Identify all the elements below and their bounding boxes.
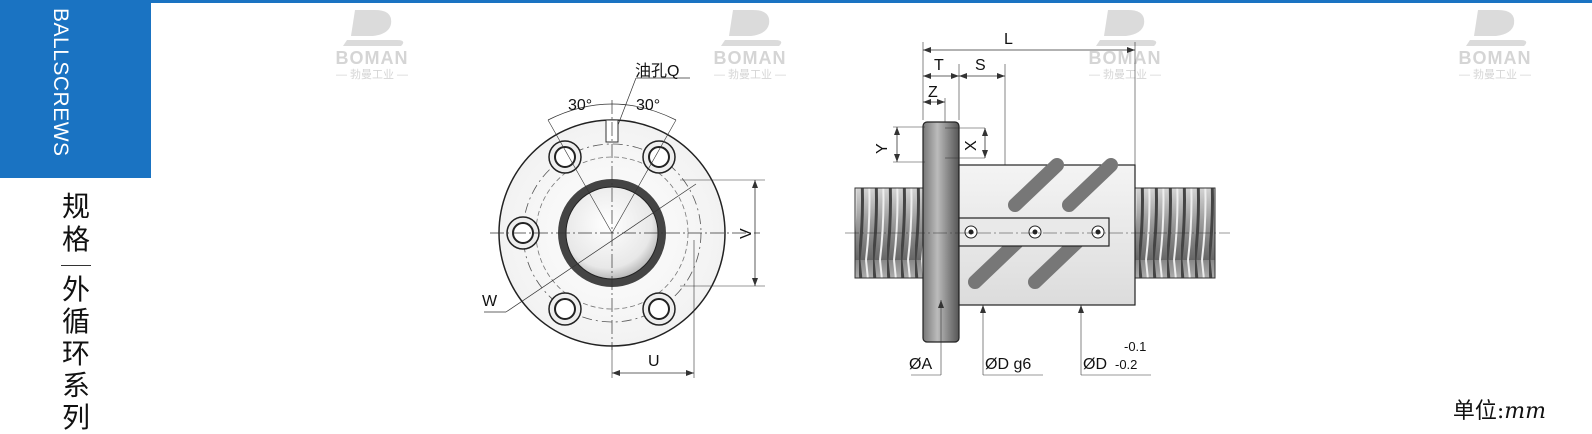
return-tube — [1062, 158, 1118, 212]
watermark-subtitle: — 勃曼工业 — — [335, 69, 409, 81]
watermark-icon — [721, 10, 782, 46]
unit-value: mm — [1504, 399, 1546, 424]
u-label: U — [648, 353, 660, 370]
return-tube — [1008, 158, 1064, 212]
y-label: Y — [874, 143, 891, 154]
series-char-5: 列 — [61, 401, 90, 434]
category-label: BALLSCREWS — [49, 8, 72, 157]
v-label: V — [738, 228, 755, 239]
series-char-3: 环 — [61, 337, 90, 370]
spec-char-1: 规 — [61, 190, 90, 223]
return-tube — [1028, 235, 1084, 289]
t-label: T — [934, 57, 944, 74]
title-divider — [61, 265, 91, 266]
watermark-icon — [343, 10, 404, 46]
watermark-icon — [1096, 10, 1157, 46]
return-tube — [968, 235, 1024, 289]
series-char-1: 外 — [61, 273, 90, 306]
s-label: S — [975, 57, 986, 74]
watermark-logo: BOMAN — 勃曼工业 — — [317, 4, 427, 84]
side-view-drawing: L T S Z Y X ØA ØD g6 ØD -0.1 -0.2 — [845, 31, 1230, 376]
front-view-drawing: 油孔Q 30° 30° W V U — [482, 62, 765, 378]
watermark-logo: BOMAN — 勃曼工业 — — [1440, 4, 1550, 84]
series-char-2: 循 — [61, 305, 90, 338]
series-char-4: 系 — [61, 369, 90, 402]
watermark-brand: BOMAN — [713, 48, 787, 68]
watermark-brand: BOMAN — [335, 48, 409, 68]
tolerance-upper: -0.1 — [1124, 339, 1146, 354]
watermark-logo: BOMAN — 勃曼工业 — — [1070, 4, 1180, 84]
w-label: W — [482, 293, 498, 310]
l-label: L — [1004, 31, 1013, 48]
top-accent-line — [0, 0, 1592, 3]
watermark-subtitle: — 勃曼工业 — — [1458, 69, 1532, 81]
tolerance-lower: -0.2 — [1115, 357, 1137, 372]
z-label: Z — [928, 84, 938, 101]
dia-d-g6-label: ØD g6 — [985, 356, 1031, 373]
oil-hole-label: 油孔Q — [635, 62, 679, 80]
dia-d-label: ØD — [1083, 356, 1107, 373]
unit-label: 单位:mm — [1453, 393, 1546, 425]
watermark-subtitle: — 勃曼工业 — — [1088, 69, 1162, 81]
dia-a-label: ØA — [909, 356, 932, 373]
angle-left-label: 30° — [568, 97, 592, 114]
watermark-brand: BOMAN — [1458, 48, 1532, 68]
clamp-screws — [964, 225, 1105, 239]
watermark-logo: BOMAN — 勃曼工业 — — [695, 4, 805, 84]
spec-char-2: 格 — [61, 223, 90, 256]
angle-right-label: 30° — [636, 97, 660, 114]
category-tab: BALLSCREWS — [0, 0, 151, 178]
x-label: X — [963, 140, 980, 151]
watermark-subtitle: — 勃曼工业 — — [713, 69, 787, 81]
watermark-brand: BOMAN — [1088, 48, 1162, 68]
watermark-icon — [1466, 10, 1527, 46]
unit-prefix: 单位: — [1452, 399, 1505, 424]
